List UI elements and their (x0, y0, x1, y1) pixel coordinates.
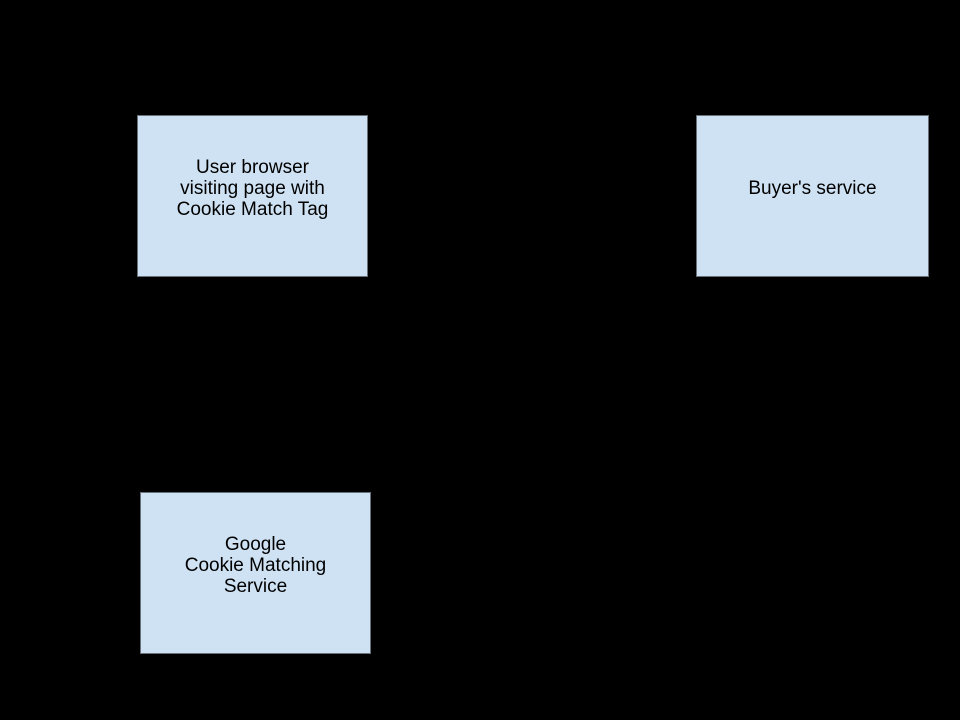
node-user-browser-label: User browser visiting page with Cookie M… (176, 156, 329, 220)
node-google-cookie-matching-service-label: Google Cookie Matching Service (184, 533, 327, 597)
node-buyers-service-label: Buyer's service (748, 177, 877, 199)
node-google-cookie-matching-service: Google Cookie Matching Service (140, 492, 371, 654)
node-buyers-service: Buyer's service (696, 115, 929, 277)
node-user-browser: User browser visiting page with Cookie M… (137, 115, 368, 277)
